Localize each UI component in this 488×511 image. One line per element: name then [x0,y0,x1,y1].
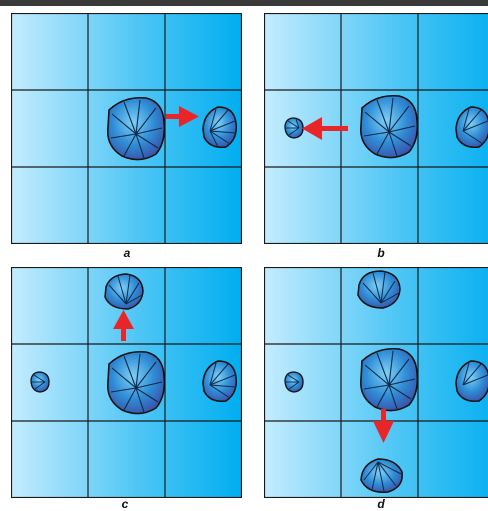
panel-b-diagram [264,13,488,244]
panel-c: c [11,267,242,511]
panel-label-c: c [121,497,129,511]
right-neighbor-cell [202,106,238,149]
left-small-cell [284,117,304,139]
central-cell [106,96,166,161]
panel-label-b: b [377,246,385,260]
central-cell [359,94,419,159]
panel-a: a [11,13,242,260]
panel-d: d [264,267,488,511]
arrow-down [373,409,394,443]
right-neighbor-cell [202,360,238,403]
top-neighbor-cell [104,273,144,310]
panel-b: b [264,13,488,260]
central-cell [106,350,166,415]
right-neighbor-cell [455,106,488,149]
panel-d-diagram [264,267,488,498]
panel-c-diagram [11,267,242,498]
arrow-right [166,106,199,127]
left-small-cell [30,371,50,393]
left-small-cell [284,371,304,393]
bottom-neighbor-cell [360,458,403,493]
top-neighbor-cell [357,270,401,309]
central-cell [359,347,419,412]
panel-label-a: a [123,246,131,260]
right-neighbor-cell [455,360,488,403]
window-top-bar [0,0,488,6]
arrow-left [302,117,348,140]
arrow-up [113,310,134,341]
panel-a-diagram [11,13,242,244]
panel-label-d: d [377,497,385,511]
